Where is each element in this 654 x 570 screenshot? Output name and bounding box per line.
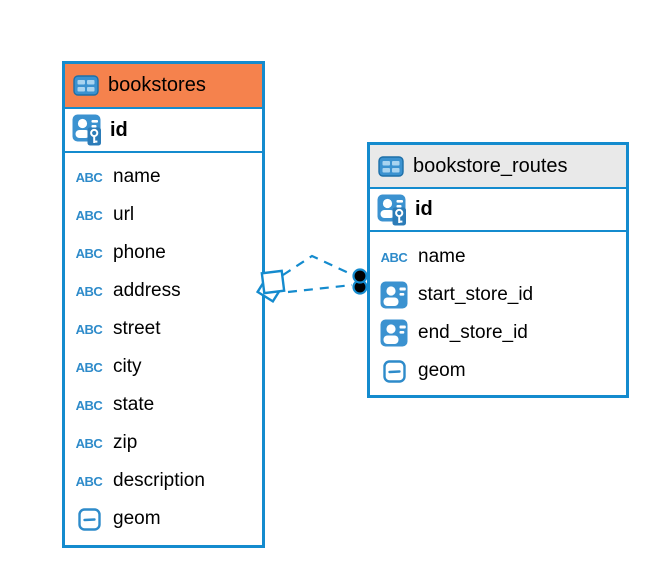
column-row[interactable]: ABC street <box>65 310 262 348</box>
varchar-icon: ABC <box>75 435 103 451</box>
column-name: city <box>113 356 142 377</box>
varchar-icon: ABC <box>75 397 103 413</box>
relationship-line[interactable] <box>282 254 354 276</box>
geometry-icon <box>378 359 410 383</box>
column-name: geom <box>113 508 161 529</box>
column-name: end_store_id <box>418 322 528 343</box>
table-title: bookstore_routes <box>413 154 568 177</box>
column-list: ABC name start_store_id <box>370 232 626 390</box>
column-name: start_store_id <box>418 284 534 305</box>
varchar-icon: ABC <box>380 249 408 265</box>
table-icon <box>378 155 404 177</box>
table-icon <box>73 75 99 96</box>
column-name: url <box>113 204 135 225</box>
one-end-dot-icon <box>352 268 368 295</box>
primary-key-row[interactable]: id <box>65 109 262 153</box>
column-name: geom <box>418 360 466 381</box>
table-header-bookstores[interactable]: bookstores <box>65 64 262 109</box>
column-name: phone <box>113 242 166 263</box>
reference-icon <box>378 319 410 347</box>
primary-key-row[interactable]: id <box>370 189 626 232</box>
primary-key-name: id <box>110 118 128 141</box>
column-row[interactable]: ABC address <box>65 272 262 310</box>
column-name: description <box>113 470 205 491</box>
varchar-icon: ABC <box>75 169 103 185</box>
primary-key-icon <box>72 114 103 146</box>
entity-table-bookstores[interactable]: bookstores id ABC na <box>62 61 265 548</box>
table-title: bookstores <box>108 74 206 96</box>
column-row[interactable]: geom <box>370 352 626 390</box>
column-row[interactable]: geom <box>65 500 262 538</box>
primary-key-icon <box>377 194 408 226</box>
column-row[interactable]: ABC name <box>65 158 262 196</box>
varchar-icon: ABC <box>75 207 103 223</box>
column-name: name <box>113 166 161 187</box>
table-header-bookstore-routes[interactable]: bookstore_routes <box>370 145 626 189</box>
relationship-line-group[interactable] <box>255 254 368 304</box>
varchar-icon: ABC <box>75 321 103 337</box>
column-row[interactable]: ABC zip <box>65 424 262 462</box>
varchar-icon: ABC <box>75 245 103 261</box>
column-name: address <box>113 280 181 301</box>
varchar-icon: ABC <box>75 473 103 489</box>
column-list: ABC name ABC url ABC phone ABC address A… <box>65 153 262 538</box>
column-row[interactable]: start_store_id <box>370 276 626 314</box>
column-row[interactable]: end_store_id <box>370 314 626 352</box>
reference-icon <box>378 281 410 309</box>
column-row[interactable]: ABC name <box>370 238 626 276</box>
column-row[interactable]: ABC description <box>65 462 262 500</box>
geometry-icon <box>73 507 105 531</box>
primary-key-name: id <box>415 198 433 220</box>
column-name: street <box>113 318 161 339</box>
column-row[interactable]: ABC url <box>65 196 262 234</box>
column-row[interactable]: ABC phone <box>65 234 262 272</box>
varchar-icon: ABC <box>75 359 103 375</box>
varchar-icon: ABC <box>75 283 103 299</box>
column-row[interactable]: ABC city <box>65 348 262 386</box>
relationship-line[interactable] <box>287 283 353 294</box>
column-name: name <box>418 246 466 267</box>
column-row[interactable]: ABC state <box>65 386 262 424</box>
entity-table-bookstore-routes[interactable]: bookstore_routes id ABC <box>367 142 629 398</box>
column-name: zip <box>113 432 138 453</box>
column-name: state <box>113 394 155 415</box>
